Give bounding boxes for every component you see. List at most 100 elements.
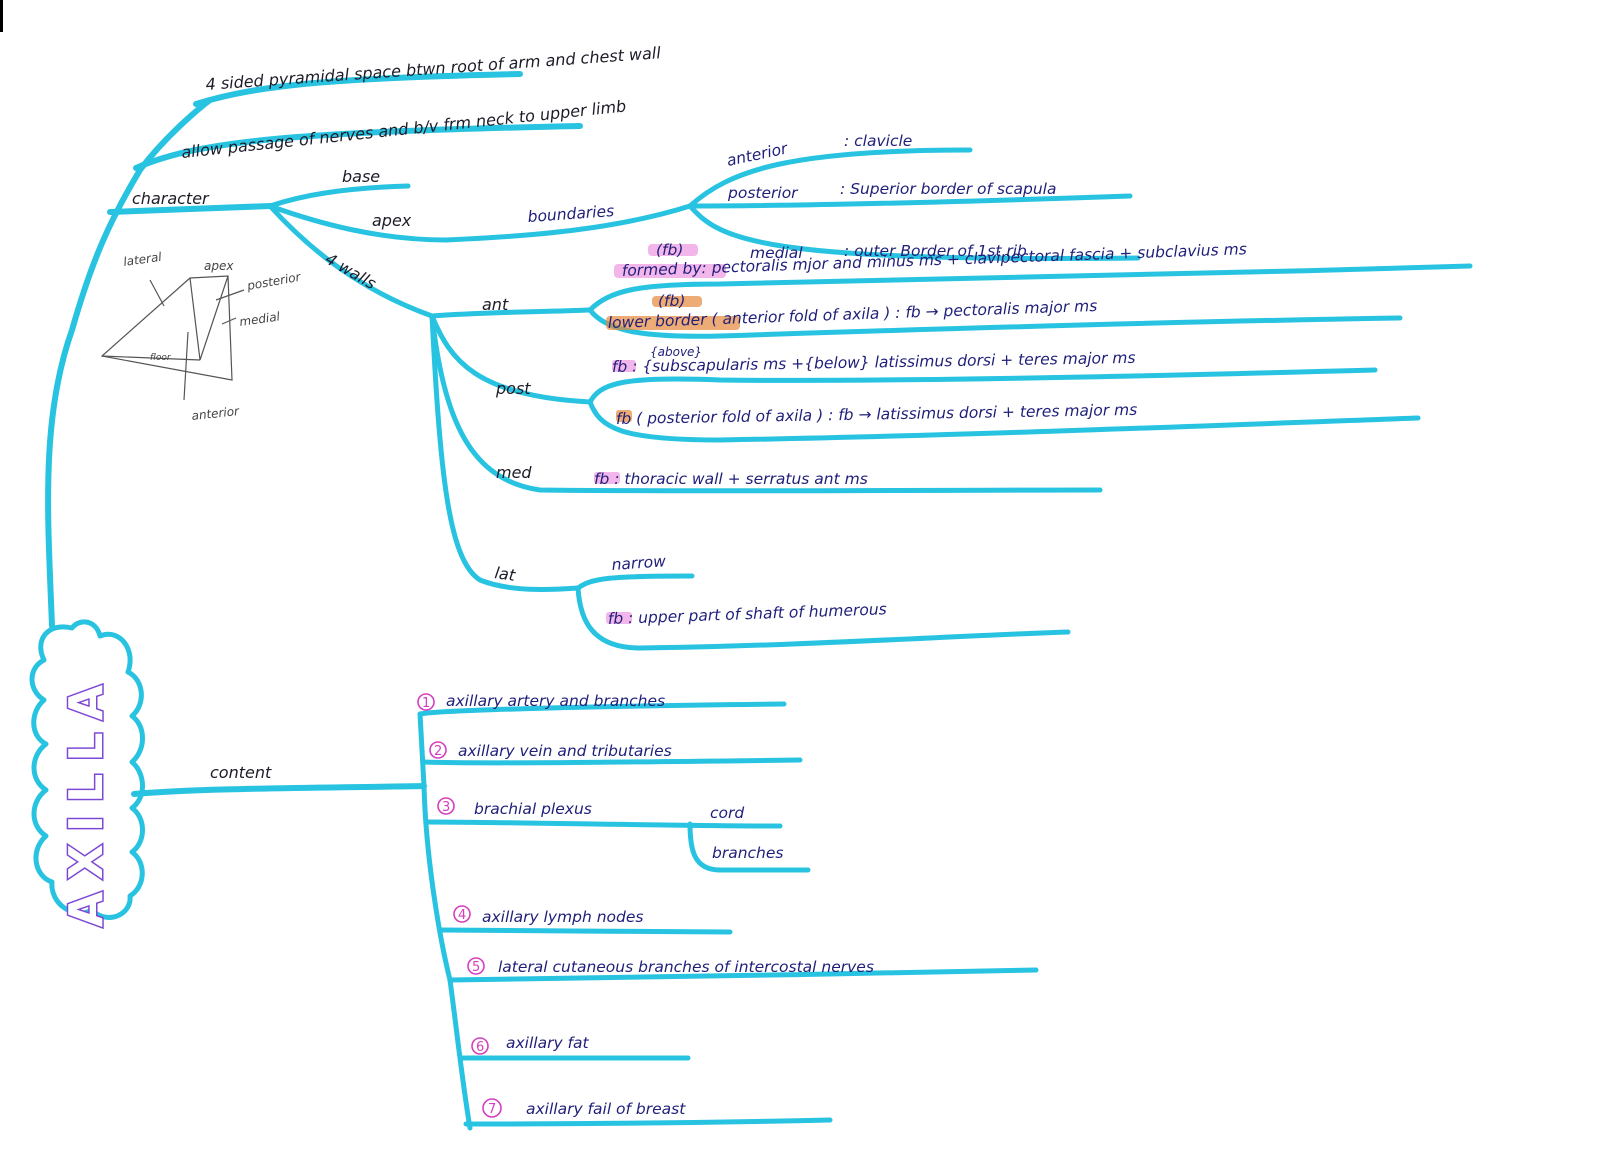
branch-ant-formed <box>587 263 1473 313</box>
branch-post-1 <box>587 367 1378 405</box>
walls-med: med fb : thoracic wall + serratus ant ms <box>429 313 1103 494</box>
label-post-fb2: fb ( posterior fold of axila ) : fb → la… <box>616 401 1138 428</box>
label-med-fb: fb : thoracic wall + serratus ant ms <box>594 470 868 488</box>
label-base: base <box>342 167 380 186</box>
label-content: content <box>210 763 272 782</box>
pyramid-sketch: lateral apex posterior medial floor ante… <box>100 250 303 423</box>
num-circle-6 <box>471 1037 489 1055</box>
branch-lat-narrow <box>575 573 695 591</box>
sketch-label-apex: apex <box>204 259 234 273</box>
label-def1: 4 sided pyramidal space btwn root of arm… <box>205 43 662 94</box>
num-circle-3 <box>437 797 455 815</box>
label-item-3-cord: cord <box>710 804 744 822</box>
label-item-7: axillary fail of breast <box>526 1100 686 1118</box>
branch-item-7 <box>463 1117 833 1127</box>
label-ant: ant <box>482 295 509 314</box>
branch-bound-medial <box>687 203 1141 261</box>
label-item-4: axillary lymph nodes <box>482 908 644 926</box>
highlight-post-fb <box>612 360 636 372</box>
highlight-med-fb <box>594 472 620 484</box>
branch-4walls <box>267 203 435 319</box>
num-circle-7 <box>482 1098 502 1118</box>
label-item-1: axillary artery and branches <box>446 692 665 710</box>
branch-base <box>267 183 411 209</box>
label-apex: apex <box>372 211 412 230</box>
branch-content <box>131 783 427 797</box>
branch-med <box>429 313 1103 494</box>
label-post: post <box>495 379 531 398</box>
walls-post: post {above} fb : {subscapularis ms +{be… <box>429 313 1421 443</box>
num-5: 5 <box>472 960 480 975</box>
sketch-label-floor: floor <box>150 353 172 363</box>
num-3: 3 <box>442 800 450 815</box>
label-character: character <box>132 189 210 208</box>
branch-item-3 <box>423 819 783 829</box>
label-item-3: brachial plexus <box>474 800 592 818</box>
label-post-above: {above} <box>650 345 702 359</box>
branch-item-1 <box>417 701 787 717</box>
num-2: 2 <box>434 744 442 759</box>
num-circle-1 <box>417 693 435 711</box>
walls-ant: ant (fb) formed by: pectoralis mjor and … <box>429 240 1473 339</box>
branch-ant-lower <box>587 307 1403 339</box>
label-4walls: 4 walls <box>322 249 379 293</box>
branch-def1 <box>193 71 523 107</box>
sketch-arrows <box>149 279 245 401</box>
branch-character <box>107 203 273 215</box>
title-text: AXILLA <box>59 673 113 927</box>
label-item-2: axillary vein and tributaries <box>458 742 672 760</box>
num-7: 7 <box>488 1102 496 1117</box>
num-1: 1 <box>422 696 430 711</box>
title-cloud: AXILLA <box>29 619 145 929</box>
label-bound-medial-val: : outer Border of 1st rib <box>844 242 1027 260</box>
num-circle-4 <box>453 905 471 923</box>
branch-item-5 <box>447 967 1039 983</box>
branch-item-3-branches <box>687 821 811 873</box>
label-ant-fbtag2: (fb) <box>658 292 685 310</box>
label-lat-narrow: narrow <box>611 552 667 574</box>
highlight-post-fb2 <box>616 410 632 422</box>
highlight-fb-ant2 <box>652 296 702 307</box>
branch-ant <box>429 307 593 319</box>
highlight-formed <box>614 264 726 278</box>
label-lat: lat <box>493 563 517 585</box>
branch-lat-fb <box>575 585 1071 651</box>
branch-bound-anterior <box>687 147 973 209</box>
label-item-6: axillary fat <box>506 1034 590 1052</box>
scan-edge-mark <box>0 0 3 32</box>
label-item-3-branches: branches <box>712 844 784 862</box>
sketch-label-posterior: posterior <box>245 270 302 293</box>
label-bound-medial: medial <box>750 244 803 262</box>
label-bound-anterior-val: : clavicle <box>844 132 912 150</box>
num-circle-5 <box>467 957 485 975</box>
branch-apex <box>267 203 693 243</box>
highlight-lower <box>606 316 740 330</box>
branch-post <box>429 313 593 405</box>
label-bound-posterior-val: : Superior border of scapula <box>840 180 1056 198</box>
label-item-5: lateral cutaneous branches of intercosta… <box>498 958 874 976</box>
highlight-lat-fb <box>606 612 632 624</box>
label-ant-fbtag: (fb) <box>656 241 683 259</box>
branch-lat <box>429 313 581 593</box>
highlight-fb-ant <box>648 244 698 256</box>
sketch-label-lateral: lateral <box>122 250 163 269</box>
branch-item-4 <box>439 927 733 935</box>
sketch-label-medial: medial <box>238 309 281 329</box>
branch-post-2 <box>587 399 1421 443</box>
branch-bound-posterior <box>687 193 1133 209</box>
sketch-outline <box>100 275 233 381</box>
cloud-outline <box>29 619 145 920</box>
sketch-edges <box>101 275 229 361</box>
sketch-label-anterior: anterior <box>191 404 241 423</box>
label-bound-posterior: posterior <box>727 184 799 202</box>
trunk-main <box>45 97 213 629</box>
num-6: 6 <box>476 1040 484 1055</box>
label-boundaries: boundaries <box>527 202 615 226</box>
num-4: 4 <box>458 908 466 923</box>
label-med: med <box>496 463 532 482</box>
num-circle-2 <box>429 741 447 759</box>
branch-def2 <box>133 123 583 171</box>
branch-item-2 <box>421 757 803 766</box>
label-lat-fb: fb : upper part of shaft of humerous <box>608 600 888 628</box>
